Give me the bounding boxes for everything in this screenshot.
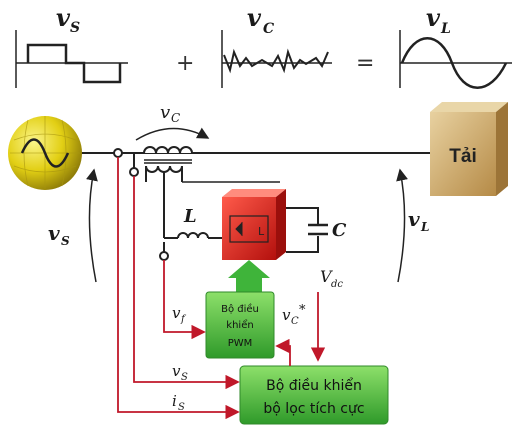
svg-text:Bộ điều khiển: Bộ điều khiển [266,377,362,394]
vf-label: v f [172,304,187,325]
vl-waveform [399,30,512,89]
svg-text:v: v [247,3,262,32]
svg-text:f: f [180,314,187,325]
svg-text:L: L [440,21,451,37]
svg-text:S: S [70,20,80,36]
svg-text:v: v [408,207,420,231]
plus-sign: + [176,51,194,76]
svg-text:v: v [48,221,60,245]
svg-text:v: v [172,362,181,380]
svg-text:S: S [178,402,185,413]
inductor-label: L [183,206,197,227]
svg-text:L: L [420,220,429,234]
vl-side-label: v L [408,207,429,234]
inductor [177,232,209,239]
svg-text:Bộ điều: Bộ điều [221,303,259,315]
capacitor-label: C [332,220,347,241]
vc-waveform-label: v C [247,3,274,37]
vs-waveform-label: v S [56,3,80,36]
sine-icon [20,138,70,168]
vs-signal-label: v S [172,362,188,383]
vdc-label: V dc [320,267,343,290]
load-block: Tải [430,102,508,196]
load-label: Tải [449,146,476,167]
svg-text:dc: dc [331,279,343,290]
svg-text:i: i [172,392,177,410]
svg-text:khiển: khiển [226,318,253,331]
svg-text:L: L [258,225,265,238]
vc-star-label: v C * [282,303,306,327]
svg-text:C: C [263,21,274,37]
svg-text:v: v [282,306,291,324]
svg-text:v: v [56,3,71,32]
svg-text:PWM: PWM [228,338,253,349]
inverter-block: L [222,189,286,260]
active-filter-controller: Bộ điều khiển bộ lọc tích cực [239,365,389,425]
is-signal-label: i S [172,392,185,413]
vc-waveform [221,30,332,88]
gating-signal-arrow [228,260,270,296]
svg-text:C: C [291,316,299,327]
svg-text:bộ lọc tích cực: bộ lọc tích cực [263,401,364,417]
vc-arrow [135,127,210,141]
equals-sign: = [356,51,374,76]
dc-capacitor [308,223,328,236]
svg-text:V: V [320,267,333,286]
voltage-sense-node [113,148,123,158]
vl-side-arrow [396,168,408,283]
signal-wires [117,157,326,420]
svg-text:S: S [181,372,188,383]
svg-text:v: v [160,102,170,123]
vf-sense-node [159,251,169,261]
vc-top-label: v C [160,102,180,125]
svg-text:v: v [426,3,441,32]
pwm-controller: Bộ điều khiển PWM [205,291,275,359]
svg-text:*: * [299,303,306,318]
svg-text:C: C [171,111,180,125]
vl-waveform-label: v L [426,3,451,37]
vs-waveform [15,30,128,88]
vs-side-arrow [86,168,98,283]
vs-side-label: v S [48,221,70,248]
svg-text:S: S [61,234,70,248]
ac-source [8,116,82,190]
current-sense-node [129,167,139,177]
svg-text:v: v [172,304,181,322]
